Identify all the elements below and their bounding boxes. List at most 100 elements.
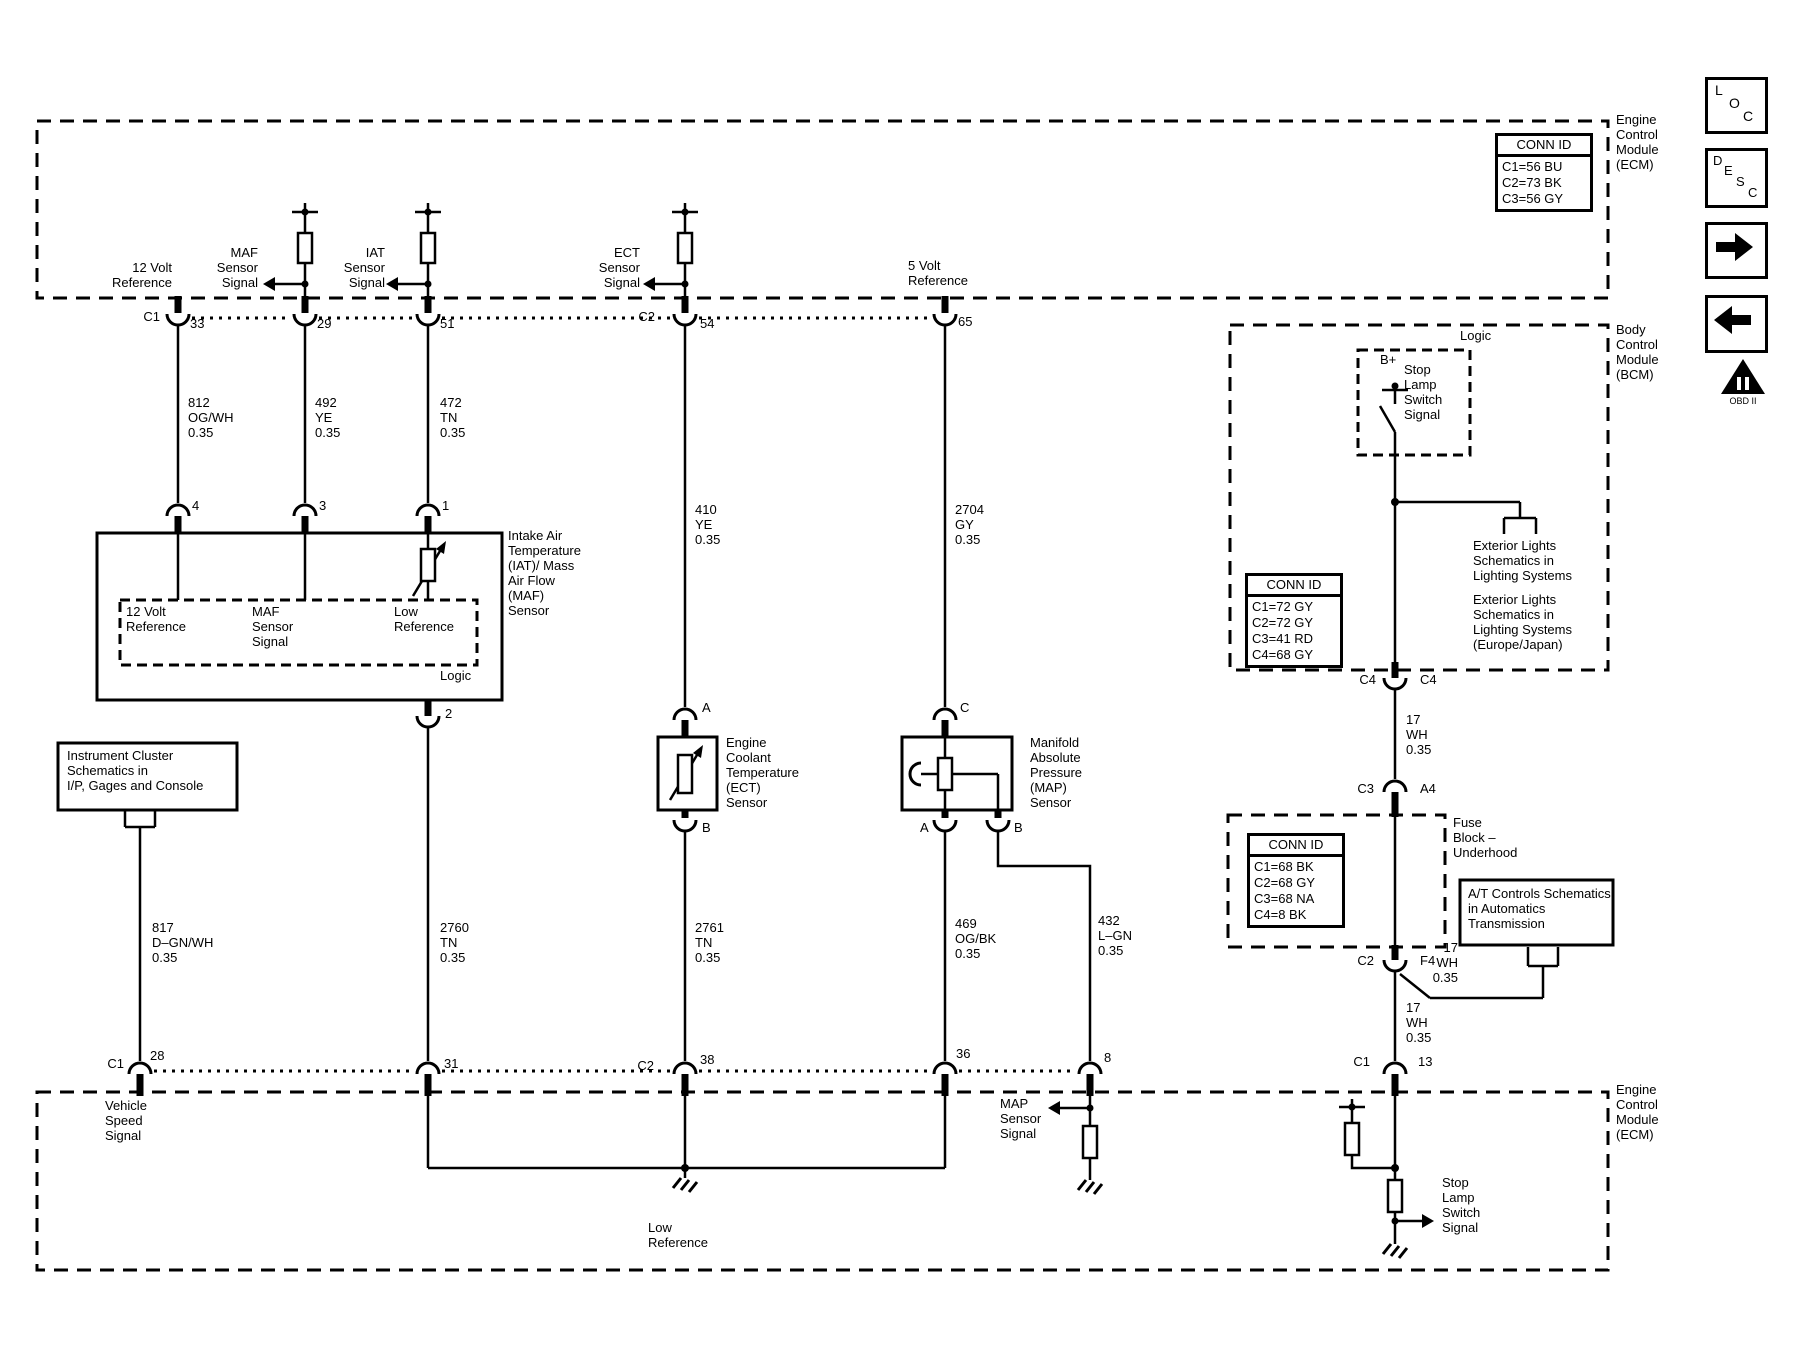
ecm-top-label: Engine Control Module (ECM)	[1616, 112, 1659, 172]
map-sensor-label: Manifold Absolute Pressure (MAP) Sensor	[1030, 735, 1083, 810]
pin-label-c4-left: C4	[1359, 672, 1376, 687]
harness-dotted-lines	[154, 316, 1076, 1073]
signal-12v-reference: 12 Volt Reference	[112, 260, 172, 290]
ecm-bottom-box	[35, 1090, 1610, 1272]
conn-id-row: C4=8 BK	[1254, 907, 1307, 922]
wire-label-432: 432 L–GN 0.35	[1098, 913, 1132, 958]
sensor-inner-low-ref: Low Reference	[394, 604, 454, 634]
fuse-conn-id-box: CONN ID C1=68 BK C2=68 GY C3=68 NA C4=8 …	[1247, 833, 1345, 928]
pin-label-28: 28	[150, 1048, 165, 1063]
signal-b-plus: B+	[1380, 352, 1397, 367]
pin-label-c1-bot: C1	[107, 1056, 124, 1071]
pin-label-31: 31	[444, 1056, 459, 1071]
loc-button[interactable]: L O C	[1705, 77, 1768, 134]
wire-label-17-at: 17 WH 0.35	[1432, 940, 1458, 985]
pin-label-c1-right: C1	[1353, 1054, 1370, 1069]
pin-label-c2-bot: C2	[637, 1058, 654, 1073]
pin-label-map-b: B	[1014, 820, 1023, 835]
conn-id-row: C2=72 GY	[1252, 615, 1314, 630]
wire-label-17-ecm: 17 WH 0.35	[1406, 1000, 1432, 1045]
pin-label-29: 29	[317, 316, 332, 331]
pin-label-36: 36	[956, 1046, 971, 1061]
signal-map-sensor: MAP Sensor Signal	[1000, 1096, 1042, 1141]
pin-label-ect-b: B	[702, 820, 711, 835]
obd-ii-caption: OBD II	[1729, 396, 1757, 406]
sensor-logic-label: Logic	[440, 668, 472, 683]
iat-maf-sensor-label: Intake Air Temperature (IAT)/ Mass Air F…	[508, 528, 581, 618]
previous-page-button[interactable]	[1705, 295, 1768, 353]
pin-label-a4: A4	[1420, 781, 1436, 796]
conn-id-row: C2=73 BK	[1502, 175, 1562, 190]
pin-label-map-c: C	[960, 700, 970, 715]
loc-letter: L	[1715, 82, 1723, 98]
ect-sensor-label: Engine Coolant Temperature (ECT) Sensor	[726, 735, 799, 810]
obd-ii-badge	[1719, 358, 1767, 401]
bcm-box	[1228, 323, 1610, 672]
pin-label-54: 54	[700, 316, 715, 331]
at-controls-ref-box	[1458, 878, 1615, 947]
loc-letter: O	[1729, 95, 1740, 111]
sensor-inner-maf: MAF Sensor Signal	[252, 604, 294, 649]
desc-letter: D	[1713, 153, 1723, 168]
wire-label-2761: 2761 TN 0.35	[695, 920, 724, 965]
pin-label-c2-top: C2	[638, 309, 655, 324]
conn-id-row: C4=68 GY	[1252, 647, 1314, 662]
conn-id-row: C3=56 GY	[1502, 191, 1564, 206]
desc-button[interactable]: D E S C	[1705, 148, 1768, 208]
pin-label-65: 65	[958, 314, 973, 329]
conn-id-title: CONN ID	[1250, 836, 1342, 857]
bcm-label: Body Control Module (BCM)	[1616, 322, 1659, 382]
ref-instrument-cluster: Instrument Cluster Schematics in I/P, Ga…	[67, 748, 204, 793]
signal-ect-sensor: ECT Sensor Signal	[598, 245, 640, 290]
pin-label-c2-fuse: C2	[1357, 953, 1374, 968]
ref-at-controls: A/T Controls Schematics in Automatics Tr…	[1468, 886, 1611, 931]
fuse-block-box	[1226, 813, 1447, 949]
pin-label-map-a: A	[920, 820, 929, 835]
pin-label-51: 51	[440, 316, 455, 331]
sensor-inner-12v: 12 Volt Reference	[126, 604, 186, 634]
pin-label-2: 2	[445, 706, 453, 721]
wire-label-469: 469 OG/BK 0.35	[955, 916, 997, 961]
pin-label-8: 8	[1104, 1050, 1112, 1065]
loc-letter: C	[1743, 108, 1754, 124]
ecm-bottom-label: Engine Control Module (ECM)	[1616, 1082, 1659, 1142]
map-sensor-box	[900, 735, 1014, 812]
wire-label-2704: 2704 GY 0.35	[955, 502, 984, 547]
conn-id-title: CONN ID	[1248, 576, 1340, 597]
desc-letter: C	[1748, 185, 1758, 200]
wires	[123, 203, 1560, 1244]
left-arrow-icon	[1714, 306, 1751, 334]
desc-letter: E	[1724, 163, 1733, 178]
pin-label-4: 4	[192, 498, 200, 513]
pin-label-c3: C3	[1357, 781, 1374, 796]
wire-label-2760: 2760 TN 0.35	[440, 920, 469, 965]
ref-exterior-lights-2: Exterior Lights Schematics in Lighting S…	[1473, 592, 1572, 652]
conn-id-row: C1=72 GY	[1252, 599, 1314, 614]
arrowheads	[263, 277, 1434, 1228]
desc-letter: S	[1736, 174, 1745, 189]
stop-lamp-switch-inner-box	[1356, 348, 1472, 457]
signal-iat-sensor: IAT Sensor Signal	[343, 245, 385, 290]
conn-id-title: CONN ID	[1498, 136, 1590, 157]
wire-label-410: 410 YE 0.35	[695, 502, 721, 547]
sensor-logic-inner-box	[118, 598, 479, 667]
conn-id-row: C1=56 BU	[1502, 159, 1563, 174]
signal-low-reference: Low Reference	[648, 1220, 708, 1250]
signal-vehicle-speed: Vehicle Speed Signal	[105, 1098, 147, 1143]
iat-maf-sensor-box	[95, 531, 504, 702]
junction-dots	[301, 208, 1399, 1225]
ecm-conn-id-box: CONN ID C1=56 BU C2=73 BK C3=56 GY	[1495, 133, 1593, 212]
signal-5v-reference: 5 Volt Reference	[908, 258, 968, 288]
wire-label-472: 472 TN 0.35	[440, 395, 466, 440]
signal-stop-lamp-bcm: Stop Lamp Switch Signal	[1404, 362, 1443, 422]
connector-arcs	[127, 313, 1408, 1075]
pin-label-c4-right: C4	[1420, 672, 1437, 687]
conn-id-row: C3=68 NA	[1254, 891, 1315, 906]
pin-label-13: 13	[1418, 1054, 1433, 1069]
conn-id-row: C2=68 GY	[1254, 875, 1316, 890]
pin-label-38: 38	[700, 1052, 715, 1067]
ecm-top-box	[35, 119, 1610, 300]
wire-label-17-bcm: 17 WH 0.35	[1406, 712, 1432, 757]
next-page-button[interactable]	[1705, 222, 1768, 279]
